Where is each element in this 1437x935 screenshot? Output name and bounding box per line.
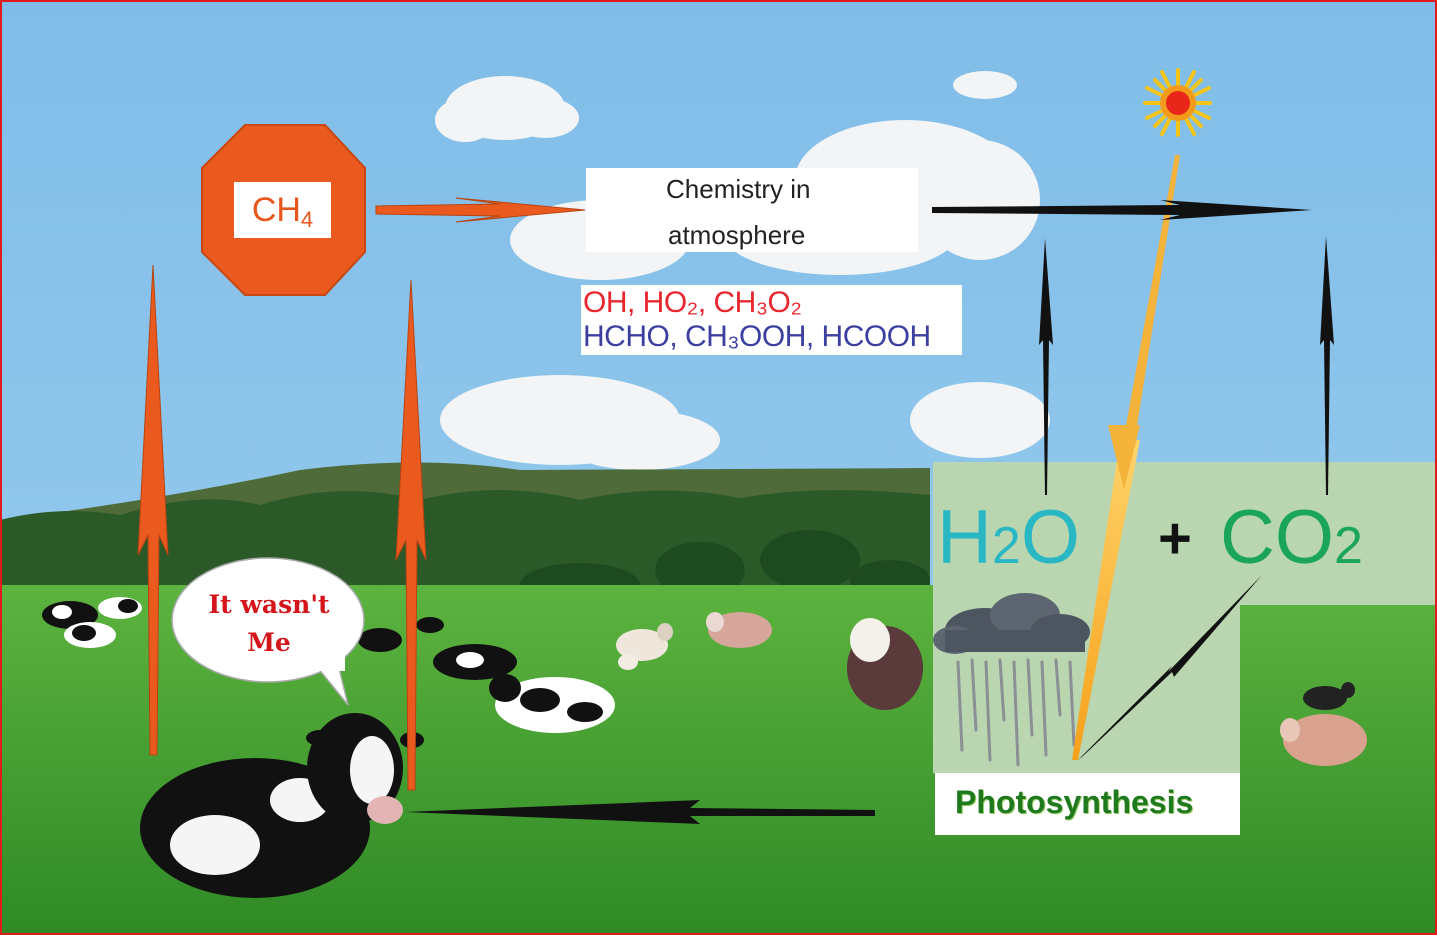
radical-species: OH, HO₂, CH₃O₂ [583,286,802,319]
carbon-dioxide-formula: CO2 [1220,495,1363,580]
arrow-down-to-co2 [1320,236,1334,495]
chemistry-box [586,168,918,252]
foreground-cow [140,713,424,898]
distant-cows [42,597,615,733]
rain-cloud-icon [933,593,1090,767]
methane-label: CH4 [234,182,331,238]
speech-bubble [171,557,365,706]
speech-bubble-text: It wasn't Me [183,586,355,662]
emission-arrow-left [137,264,169,756]
chemistry-label-line1: Chemistry in [666,174,811,204]
emission-arrow-right [395,279,427,791]
speech-line1: It wasn't [208,590,330,619]
sheep-group [616,612,1367,766]
chemistry-label-line2: atmosphere [668,220,806,250]
product-species: HCHO, CH₃OOH, HCOOH [583,320,931,353]
photosynthesis-label: Photosynthesis [955,784,1194,820]
sunlight-beam [1072,155,1180,760]
speech-line2: Me [247,628,291,657]
chemistry-outflow-arrow [932,200,1312,220]
species-box [581,285,962,355]
water-formula: H2O [937,495,1080,580]
photosynthesis-box [935,773,1240,835]
methane-to-chemistry-arrow [375,197,586,223]
plus-sign: + [1158,506,1192,571]
arrow-down-to-h2o [1039,238,1053,495]
photosynthesis-to-cow-arrow [405,800,875,824]
sun-icon [1143,68,1212,137]
